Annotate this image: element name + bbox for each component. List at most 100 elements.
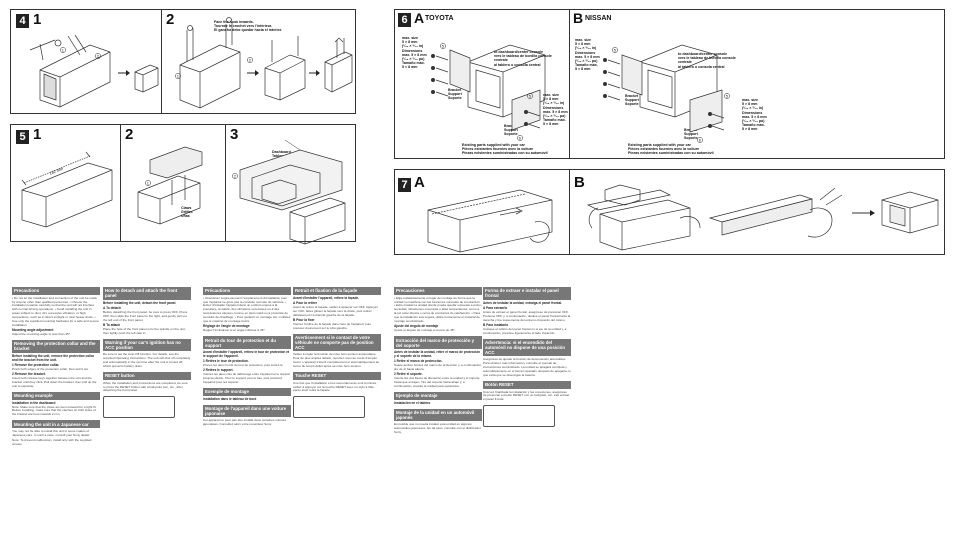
es-warning-text: Asegúrese de ajustar la función de desco… — [483, 357, 571, 378]
en-reset-heading: RESET button — [103, 372, 191, 380]
panel-7-a-letter: A — [414, 174, 425, 191]
fr-reset-heading: Touche RESET — [293, 372, 381, 380]
fr-angle-text: Réglez l'inclinaison à un angle inférieu… — [203, 328, 266, 333]
en-attach-text: Place the hole of the front panel onto t… — [103, 327, 186, 335]
column-en-2: How to detach and attach the front panel… — [103, 284, 191, 421]
en-collar-heading: Removing the protection collar and the b… — [12, 340, 100, 353]
en-reset-text: When the installation and connections ar… — [103, 380, 188, 393]
panel-6-b-letter: B — [573, 10, 584, 26]
es-detach-sub: A Para extraerlo — [483, 306, 508, 310]
es-mount-heading: Ejemplo de montaje — [394, 392, 482, 400]
panel-5-marker-2: 2 — [234, 173, 237, 178]
panel-5-dim-label: 182 mm — [49, 166, 65, 176]
panel-6-marker-4: 5 — [726, 93, 729, 98]
es-precautions-text: • Elija cuidadosamente el lugar de monta… — [394, 295, 482, 324]
fr-angle-heading: Réglage de l'angle de montage — [203, 324, 250, 329]
panel-6-marker-3: 5 — [614, 47, 617, 52]
panel-6-b-brand: NISSAN — [585, 15, 612, 22]
column-en-1: Precautions • Do not let the installatio… — [12, 284, 100, 448]
es-reset-heading: Botón RESET — [483, 380, 571, 389]
en-angle-heading: Mounting angle adjustment — [12, 328, 54, 333]
panel-6 — [394, 9, 945, 159]
fr-warning-text: Veillez à régler la fonction de mise hor… — [293, 352, 380, 369]
fr-precautions-heading: Précautions — [203, 287, 291, 295]
en-warning-text: Be sure to set the Auto Off function. Fo… — [103, 352, 191, 369]
en-mount-sub: Installation in the dashboard — [12, 400, 56, 405]
fr-attach-text: Insérez l'orifice de la façade dans l'ax… — [293, 322, 371, 330]
panel-7-badge: 7 — [398, 178, 411, 192]
en-detach-text: Before detaching the front panel, be sur… — [103, 309, 188, 322]
en-collar-step2: 2 Remove the bracket. — [12, 372, 46, 377]
panel-6-a-brand: TOYOTA — [425, 15, 454, 22]
panel-4-marker-1: 1 — [62, 47, 65, 52]
fr-warning-heading: Avertissement si le contact de votre véh… — [293, 333, 381, 352]
en-collar-intro: Before installing the unit, remove the p… — [12, 353, 95, 362]
fr-mount-heading: Exemple de montage — [203, 388, 291, 396]
fr-mount-sub: Installation dans le tableau de bord — [203, 396, 257, 401]
en-precautions-heading: Precautions — [12, 287, 100, 295]
es-collar-step2-text: Inserte las dos llaves de liberación ent… — [394, 376, 480, 389]
en-mount-heading: Mounting example — [12, 392, 100, 400]
panel-6-drawing: 5 5 5 5 6 6 — [431, 43, 730, 143]
es-collar-step1: 1 Retire el marco de protección. — [394, 359, 443, 364]
es-angle-text: Ajuste el ángulo de montaje a menos de 4… — [394, 328, 456, 333]
es-reset-illustration — [483, 405, 555, 428]
en-mount-note: Note: Make sure that the claws are bent … — [12, 404, 97, 417]
en-angle-text: Adjust the mounting angle to less than 4… — [12, 332, 71, 337]
fr-japan-text: Cet appareil ne peut pas être installé d… — [203, 418, 287, 427]
fr-detach-heading: Retrait et fixation de la façade — [293, 287, 381, 295]
column-es-1: Precauciones • Elija cuidadosamente el l… — [394, 284, 482, 436]
en-collar-step1: 1 Remove the protection collar. — [12, 363, 60, 368]
fr-collar-step2-text: Insérez les deux clés de déblocage entre… — [203, 372, 291, 385]
fr-collar-step2: 2 Retirez le support. — [203, 368, 234, 373]
panel-6-a-letter: A — [414, 10, 425, 26]
en-japan-heading: Mounting the unit in a Japanese car — [12, 420, 100, 428]
panel-4-badge: 4 — [16, 14, 29, 28]
fr-reset-illustration — [293, 396, 365, 419]
es-detach-intro: Antes de instalar la unidad, extraiga el… — [483, 300, 562, 305]
es-warning-heading: Advertencia: si el encendido del automóv… — [483, 338, 571, 357]
panel-4-fig2-label: 2 — [166, 11, 175, 28]
panel-7-drawing — [427, 184, 939, 253]
es-mount-sub: Instalación en el tablero — [394, 400, 431, 405]
es-precautions-heading: Precauciones — [394, 287, 482, 295]
es-collar-heading: Extracción del marco de protección y del… — [394, 336, 482, 349]
fr-japan-heading: Montage de l'appareil dans une voiture j… — [203, 404, 291, 418]
fr-reset-text: Une fois que l'installation et les racco… — [293, 380, 377, 393]
column-fr-1: Précautions • Choisissez soigneusement l… — [203, 284, 291, 429]
en-detach-intro: Before installing the unit, detach the f… — [103, 300, 177, 305]
es-japan-text: Es posible que no pueda instalar esta un… — [394, 422, 481, 434]
en-japan-note: Note: To prevent malfunction, install on… — [12, 438, 92, 447]
panel-5-divider-1 — [120, 124, 121, 242]
panel-4-marker-3: 1 — [177, 73, 180, 78]
panel-6-marker-6: 6 — [699, 137, 702, 142]
fr-detach-sub: A Pour la retirer — [293, 301, 317, 305]
en-precautions-text: • Do not let the installation and connec… — [12, 295, 99, 327]
en-collar-step1-text: Pinch both edges of the protection colla… — [12, 366, 89, 371]
en-collar-step2-text: Insert both release keys together betwee… — [12, 376, 97, 389]
panel-4-divider — [161, 9, 162, 114]
panel-6-marker-5: 6 — [519, 135, 522, 140]
en-japan-text: You may not be able to install this unit… — [12, 428, 91, 437]
panel-6-marker-2: 5 — [529, 93, 532, 98]
en-detach-sub: A To detach — [103, 306, 121, 310]
es-detach-text: Antes de extraer el panel frontal, asegú… — [483, 309, 571, 322]
panel-4-marker-2: 2 — [97, 53, 100, 58]
panel-4-fig1-drawing: 1 2 1 2 — [29, 17, 353, 109]
panel-4 — [10, 9, 356, 114]
panel-5-fig3-label: 3 — [230, 126, 239, 143]
panel-7-divider — [569, 169, 570, 255]
panel-5-marker-1: 1 — [147, 180, 150, 185]
es-detach-heading: Forma de extraer e instalar el panel fro… — [483, 287, 571, 300]
fr-collar-step1-text: Pincez les deux bords du tour de protect… — [203, 363, 284, 368]
es-collar-step2: 2 Retire el soporte. — [394, 372, 423, 377]
